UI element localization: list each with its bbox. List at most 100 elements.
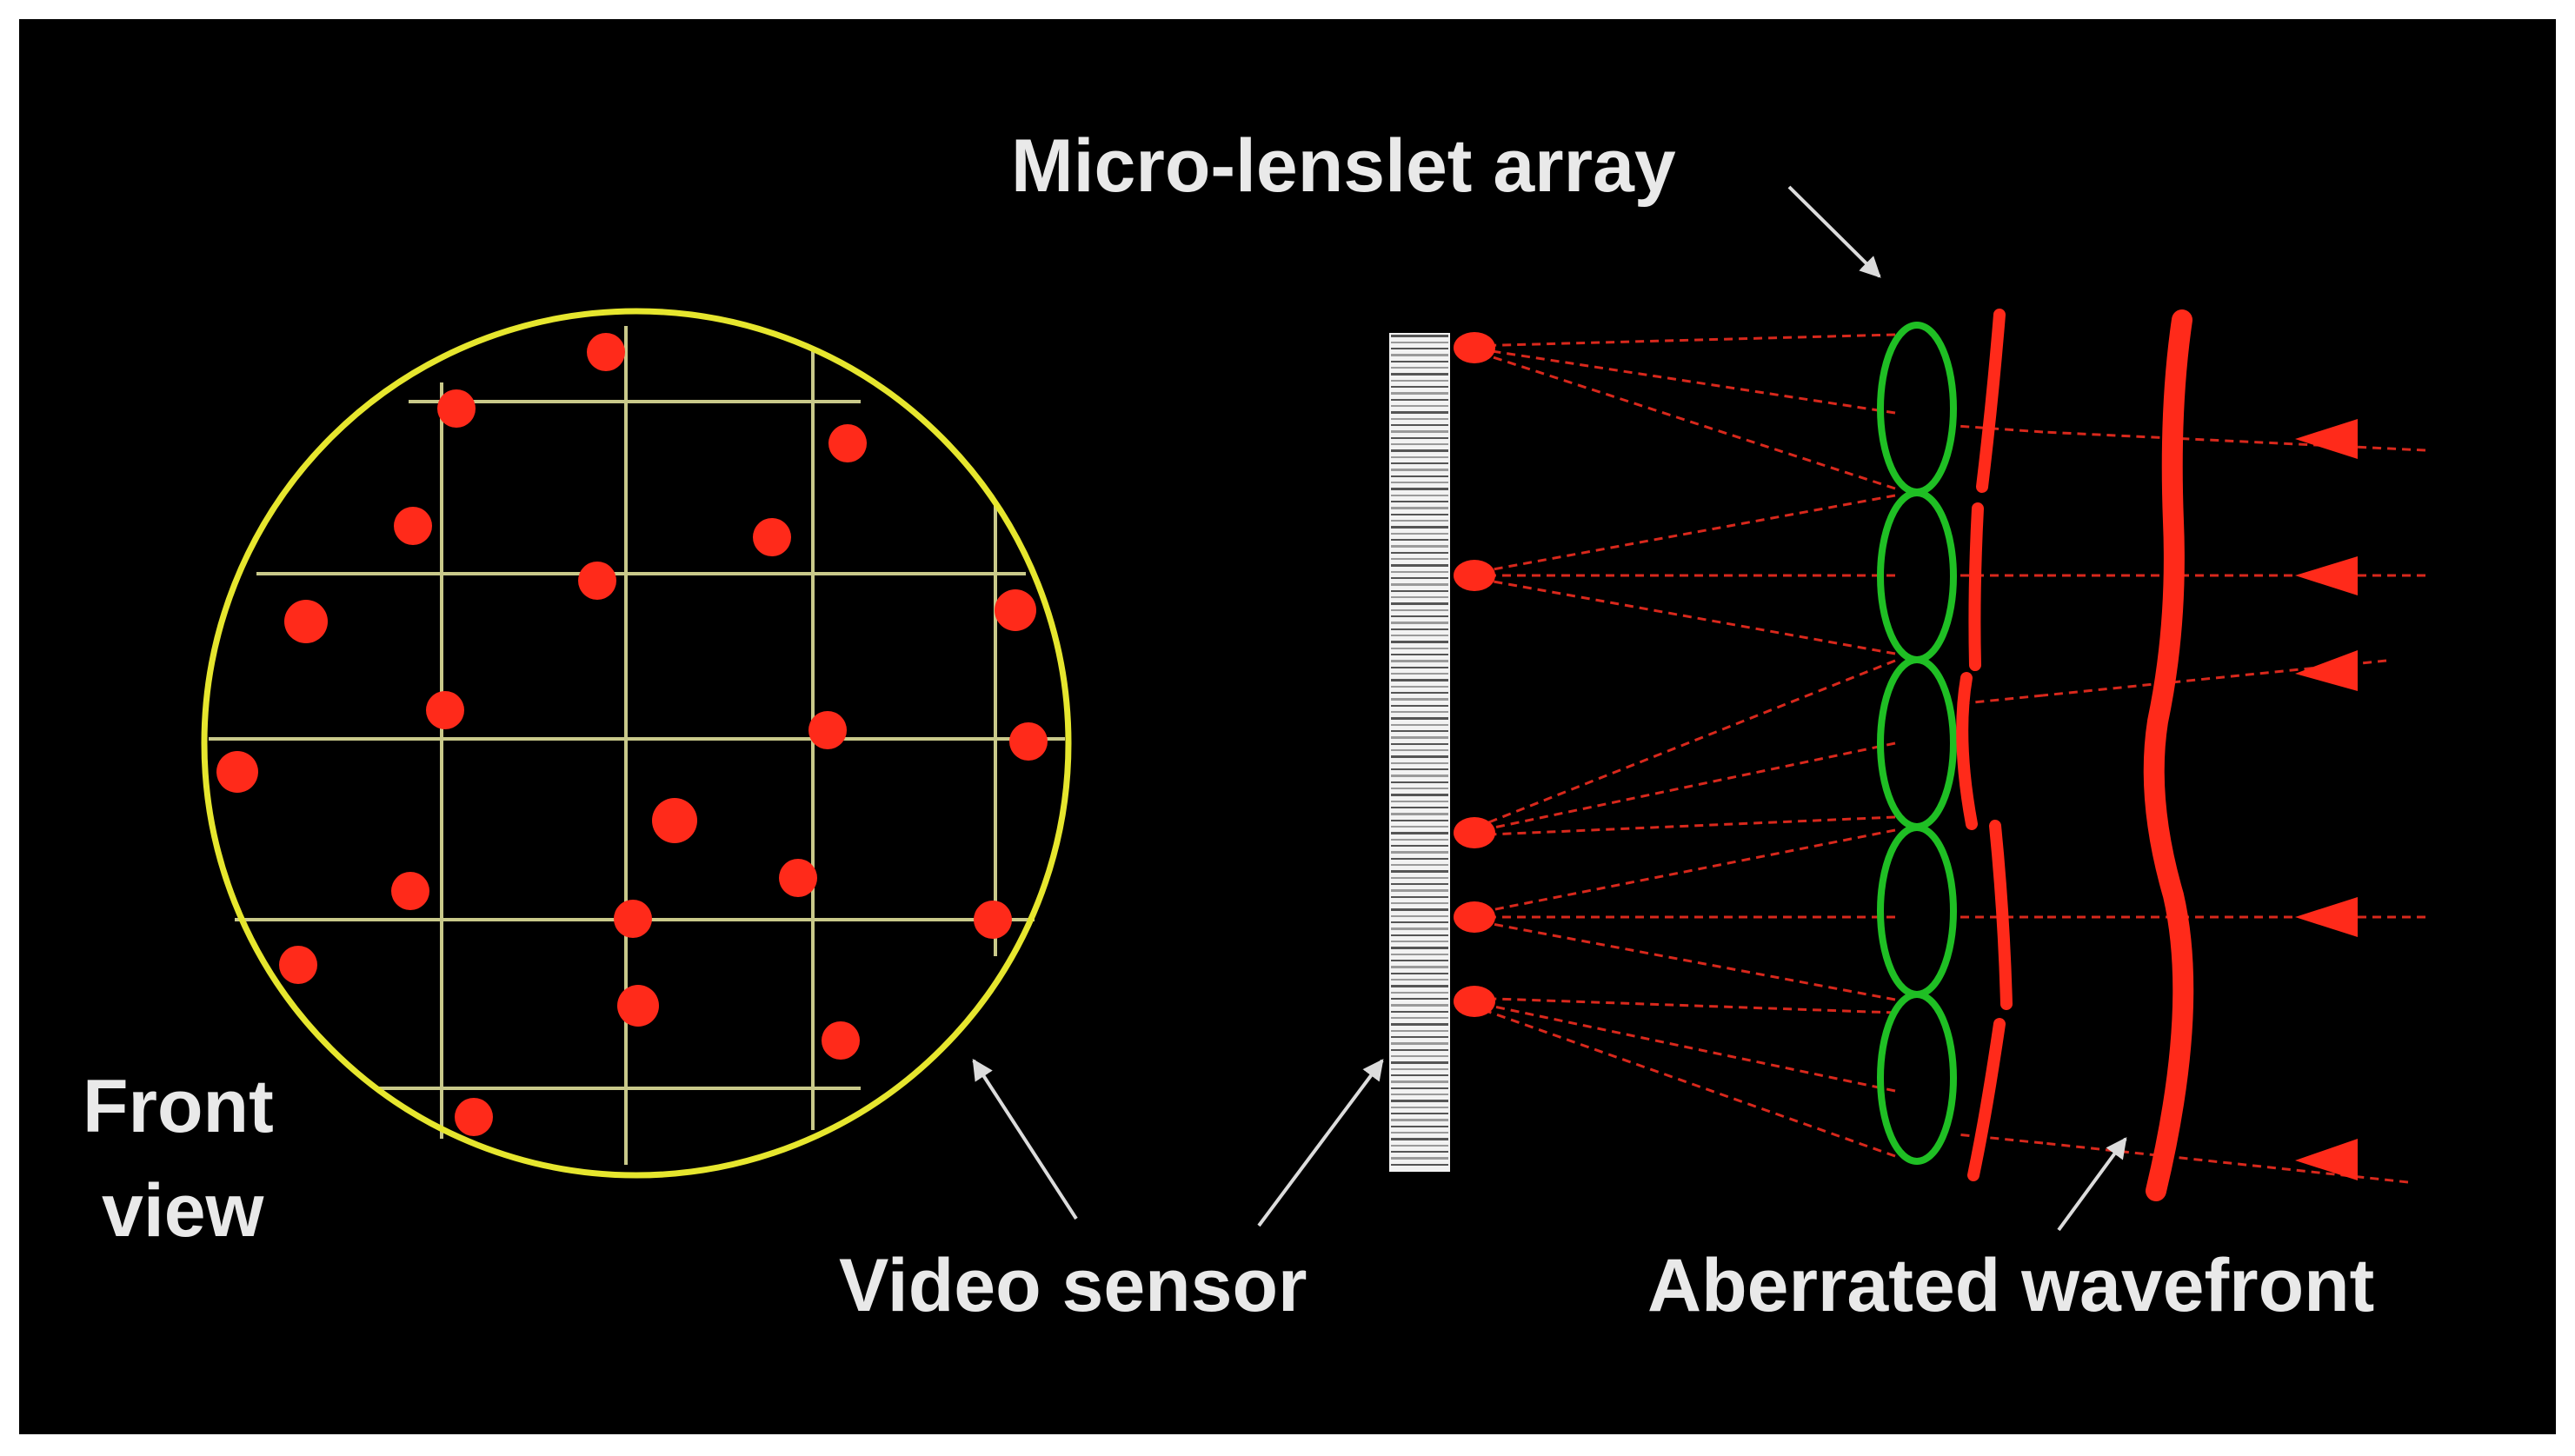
sensor-pixel-row	[1391, 501, 1448, 502]
sensor-pixel-row	[1391, 648, 1448, 649]
label-video-sensor: Video sensor	[839, 1244, 1307, 1327]
sensor-pixel-row	[1391, 1036, 1448, 1038]
sensor-pixel-row	[1391, 1087, 1448, 1089]
incoming-ray-arrowheads	[2295, 419, 2358, 1180]
sensor-pixel-row	[1391, 1042, 1448, 1045]
sensor-pixel-row	[1391, 392, 1448, 395]
sensor-pixel-row	[1391, 335, 1448, 337]
sensor-pixel-row	[1391, 883, 1448, 885]
sensor-pixel-row	[1391, 985, 1448, 987]
sensor-pixel-row	[1391, 864, 1448, 866]
sensor-pixel-row	[1391, 820, 1448, 821]
sensor-pixel-row	[1391, 826, 1448, 828]
video-sensor-pixel-rows	[1391, 335, 1448, 1166]
sensor-pixel-row	[1391, 845, 1448, 847]
sensor-pixel-row	[1391, 354, 1448, 356]
sensor-pixel-row	[1391, 615, 1448, 617]
sensor-pixel-row	[1391, 992, 1448, 994]
sensor-pixel-row	[1391, 743, 1448, 745]
light-rays	[1468, 333, 2426, 1184]
aberrated-wavefront	[2143, 309, 2194, 1201]
sensor-pixel-row	[1391, 941, 1448, 942]
sensor-pixel-row	[1391, 947, 1448, 949]
sensor-pixel-row	[1391, 724, 1448, 726]
sensor-pixel-row	[1391, 889, 1448, 892]
sensor-pixel-row	[1391, 896, 1448, 898]
label-front-view-line1: Front	[83, 1065, 274, 1148]
sensor-pixel-row	[1391, 1017, 1448, 1019]
sensor-pixel-row	[1391, 711, 1448, 713]
sensor-pixel-row	[1391, 762, 1448, 764]
sensor-pixel-row	[1391, 430, 1448, 433]
sensor-pixel-row	[1391, 832, 1448, 834]
pointer-arrow-wavefront	[2057, 1137, 2127, 1232]
micro-lenslet-array	[1877, 322, 1957, 1165]
sensor-pixel-row	[1391, 488, 1448, 490]
sensor-pixel-row	[1391, 482, 1448, 483]
sensor-pixel-row	[1391, 1049, 1448, 1051]
sensor-pixel-row	[1391, 807, 1448, 808]
sensor-pixel-row	[1391, 1151, 1448, 1153]
sensor-pixel-row	[1391, 877, 1448, 879]
lenslet	[1877, 991, 1957, 1165]
sensor-pixel-row	[1391, 1145, 1448, 1147]
sensor-pixel-row	[1391, 449, 1448, 452]
sensor-pixel-row	[1391, 424, 1448, 426]
sensor-pixel-row	[1391, 851, 1448, 854]
sensor-pixel-row	[1391, 698, 1448, 701]
sensor-pixel-row	[1391, 1164, 1448, 1166]
label-front-view-line2: view	[102, 1169, 265, 1253]
front-view	[201, 308, 1072, 1179]
sensor-pixel-row	[1391, 596, 1448, 598]
sensor-pixel-row	[1391, 1004, 1448, 1007]
sensor-pixel-row	[1391, 342, 1448, 343]
sensor-pixel-row	[1391, 361, 1448, 362]
sensor-pixel-row	[1391, 514, 1448, 515]
sensor-pixel-row	[1391, 533, 1448, 535]
sensor-pixel-row	[1391, 405, 1448, 407]
sensor-front-view-circle	[201, 308, 1072, 1179]
sensor-pixel-row	[1391, 590, 1448, 592]
sensor-pixel-row	[1391, 564, 1448, 567]
sensor-pixel-row	[1391, 679, 1448, 681]
sensor-pixel-row	[1391, 768, 1448, 770]
sensor-pixel-row	[1391, 749, 1448, 751]
sensor-pixel-row	[1391, 1074, 1448, 1076]
sensor-pixel-row	[1391, 934, 1448, 936]
sensor-pixel-row	[1391, 539, 1448, 541]
sensor-pixel-row	[1391, 1080, 1448, 1083]
sensor-pixel-row	[1391, 858, 1448, 860]
sensor-pixel-row	[1391, 399, 1448, 401]
sensor-pixel-row	[1391, 801, 1448, 802]
sensor-pixel-row	[1391, 1126, 1448, 1127]
sensor-pixel-row	[1391, 437, 1448, 439]
sensor-pixel-row	[1391, 1132, 1448, 1134]
lenslet	[1877, 824, 1957, 998]
sensor-pixel-row	[1391, 469, 1448, 471]
sensor-pixel-row	[1391, 1119, 1448, 1121]
label-micro-lenslet-array: Micro-lenslet array	[1011, 124, 1676, 208]
label-pointer-arrows	[972, 185, 2127, 1232]
sensor-pixel-row	[1391, 622, 1448, 624]
sensor-pixel-row	[1391, 1094, 1448, 1095]
sensor-pixel-row	[1391, 1100, 1448, 1102]
sensor-pixel-row	[1391, 915, 1448, 917]
sensor-pixel-row	[1391, 775, 1448, 777]
sensor-pixel-row	[1391, 475, 1448, 477]
sensor-pixel-row	[1391, 628, 1448, 630]
sensor-pixel-row	[1391, 966, 1448, 968]
sensor-pixel-row	[1391, 526, 1448, 529]
sensor-pixel-row	[1391, 545, 1448, 548]
sensor-pixel-row	[1391, 583, 1448, 586]
sensor-pixel-row	[1391, 960, 1448, 961]
front-view-grid	[209, 326, 1065, 1165]
sensor-pixel-row	[1391, 609, 1448, 611]
sensor-pixel-row	[1391, 373, 1448, 376]
sensor-pixel-row	[1391, 813, 1448, 815]
sensor-pixel-row	[1391, 667, 1448, 668]
segmented-wavefront	[1956, 309, 2013, 1181]
sensor-pixel-row	[1391, 870, 1448, 873]
sensor-pixel-row	[1391, 654, 1448, 655]
sensor-pixel-row	[1391, 902, 1448, 904]
